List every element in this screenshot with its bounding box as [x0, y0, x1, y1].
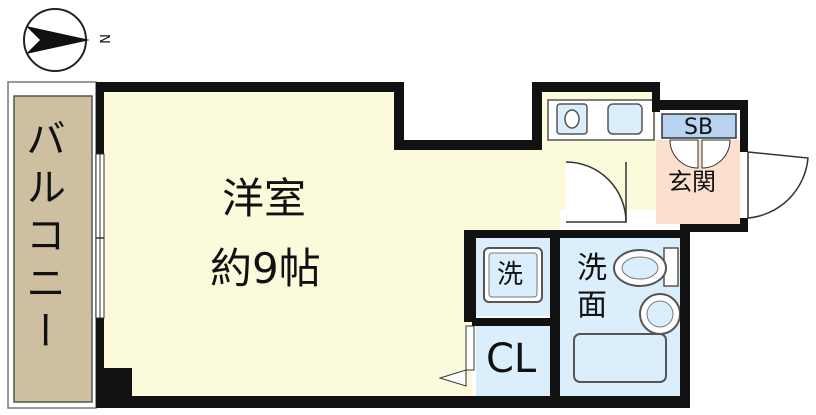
sb-door-left[interactable]	[669, 139, 699, 169]
compass-north-label: N	[96, 34, 111, 44]
bathtub	[573, 333, 667, 383]
entrance-door-swing[interactable]	[747, 151, 809, 219]
closet-door[interactable]	[465, 325, 475, 371]
main-room-size: 約9帖	[210, 244, 321, 293]
shoe-box-label: SB	[684, 115, 714, 140]
sb-door-right[interactable]	[701, 139, 731, 169]
shoe-box	[661, 113, 737, 139]
washbasin-inner	[646, 300, 674, 328]
washroom-label-line2: 面	[577, 288, 607, 323]
north-arrow-icon	[26, 26, 90, 54]
entrance-label: 玄関	[668, 168, 716, 196]
washroom-label-line1: 洗	[577, 251, 607, 286]
balcony-label: バルコニー	[19, 118, 65, 358]
walls	[96, 82, 748, 408]
washer-label: 洗	[497, 260, 524, 290]
closet-area	[476, 324, 550, 398]
washer-inner	[488, 252, 538, 298]
main-room-name: 洋室	[222, 174, 307, 223]
balcony-area	[13, 95, 93, 403]
toilet-inner	[621, 256, 659, 280]
main-room-floor	[104, 90, 656, 396]
stove-burner	[564, 109, 580, 129]
closet-door-swing	[438, 369, 467, 387]
kitchen-sink	[607, 103, 643, 135]
closet-label: CL	[486, 336, 537, 382]
compass	[23, 8, 90, 72]
